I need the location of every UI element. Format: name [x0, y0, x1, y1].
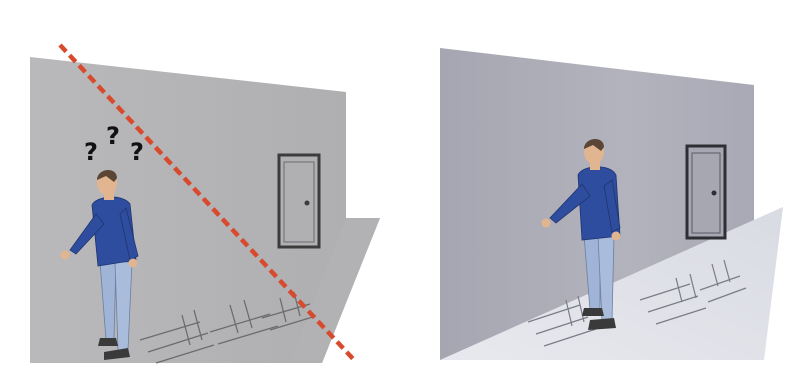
panel-incorrect: ? ? ? [30, 45, 380, 363]
question-mark: ? [130, 138, 144, 166]
door-icon [687, 146, 725, 238]
door-handle [712, 191, 717, 196]
door-icon [279, 155, 319, 247]
panel-correct [440, 48, 783, 360]
question-mark: ? [106, 122, 120, 150]
question-mark: ? [84, 138, 98, 166]
door-handle [305, 201, 310, 206]
